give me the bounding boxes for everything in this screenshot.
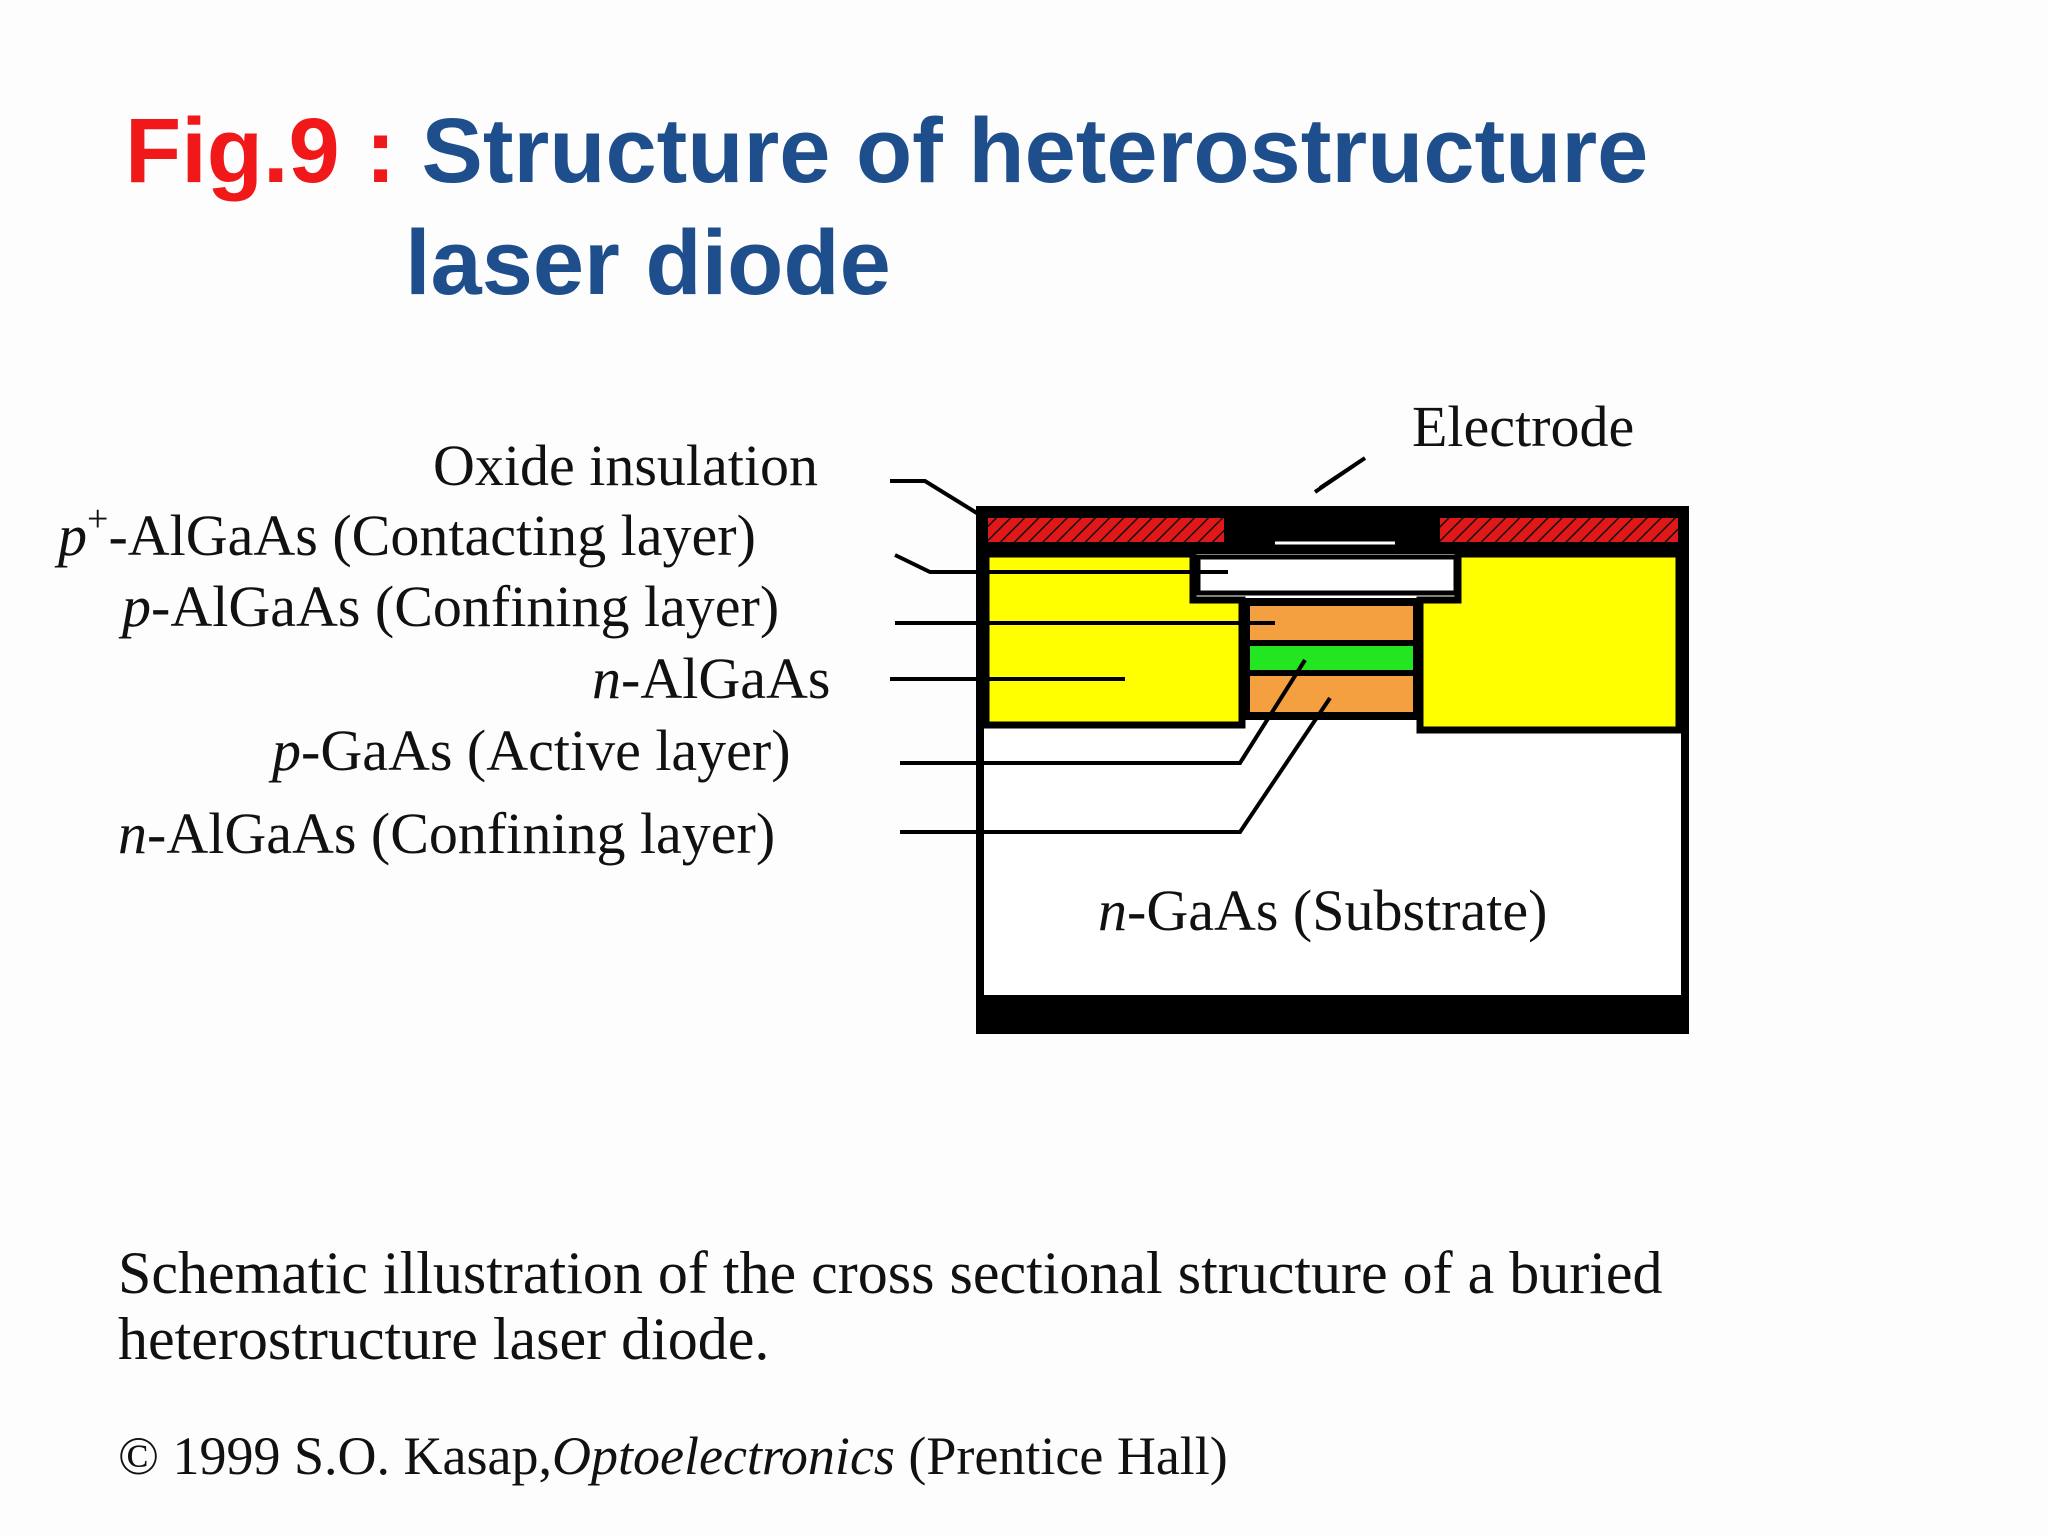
label-electrode: Electrode bbox=[1412, 394, 1634, 459]
oxide-hatch-right bbox=[1440, 518, 1678, 542]
leader-active bbox=[900, 658, 1307, 765]
p-confining-layer bbox=[1250, 606, 1413, 640]
label-substrate: n-GaAs (Substrate) bbox=[1098, 878, 1547, 943]
oxide-hatch-left bbox=[988, 518, 1224, 542]
contacting-layer bbox=[1195, 554, 1459, 596]
n-algaas-right-region bbox=[1416, 550, 1683, 734]
figure-number: Fig.9 : bbox=[125, 100, 396, 202]
credit-prefix: © 1999 S.O. Kasap, bbox=[118, 1426, 553, 1486]
credit-book-title: Optoelectronics bbox=[552, 1426, 895, 1486]
leader-electrode bbox=[1313, 456, 1367, 494]
label-p-confining-layer: p-AlGaAs (Confining layer) bbox=[118, 574, 779, 639]
slide-title: Fig.9 : Structure of heterostructure las… bbox=[125, 95, 1648, 319]
label-contacting-layer: p+-AlGaAs (Contacting layer) bbox=[54, 498, 756, 568]
figure-caption: Schematic illustration of the cross sect… bbox=[118, 1240, 1663, 1372]
n-algaas-left-region bbox=[982, 550, 1246, 729]
title-line-1: Structure of heterostructure bbox=[421, 100, 1649, 202]
label-n-algaas: n-AlGaAs bbox=[592, 646, 830, 711]
leader-oxide bbox=[890, 479, 982, 517]
label-oxide-insulation: Oxide insulation bbox=[433, 433, 818, 498]
leader-n-confining bbox=[900, 696, 1332, 834]
leader-contacting bbox=[894, 553, 1228, 574]
credit-suffix: (Prentice Hall) bbox=[894, 1426, 1228, 1486]
bottom-electrode bbox=[980, 995, 1685, 1030]
copyright-credit: © 1999 S.O. Kasap,Optoelectronics (Prent… bbox=[118, 1425, 1228, 1487]
label-active-layer: p-GaAs (Active layer) bbox=[268, 718, 791, 783]
active-layer bbox=[1250, 646, 1413, 670]
label-n-confining-layer: n-AlGaAs (Confining layer) bbox=[118, 801, 775, 866]
title-line-2: laser diode bbox=[405, 212, 891, 314]
